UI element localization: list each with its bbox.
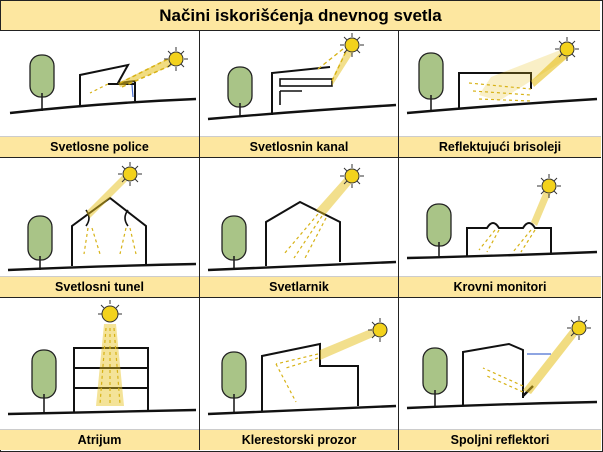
cell-label: Atrijum bbox=[0, 429, 199, 450]
cell-label: Spoljni reflektori bbox=[399, 429, 601, 450]
klerestorski-prozor-sketch bbox=[207, 318, 397, 416]
atrijum-sketch bbox=[7, 300, 197, 416]
svetlarnik-sketch bbox=[207, 164, 397, 272]
spoljni-reflektori-sketch bbox=[406, 316, 598, 410]
cell-label: Svetlosnin kanal bbox=[200, 136, 398, 157]
cell-krovni-monitori: Krovni monitori bbox=[399, 158, 601, 298]
krovni-monitori-sketch bbox=[406, 174, 598, 260]
cell-label: Svetlosni tunel bbox=[0, 276, 199, 297]
cell-spoljni-reflektori: Spoljni reflektori bbox=[399, 298, 601, 450]
cell-svetlarnik: Svetlarnik bbox=[200, 158, 399, 298]
cell-label: Reflektujući brisoleji bbox=[399, 136, 601, 157]
cell-klerestorski-prozor: Klerestorski prozor bbox=[200, 298, 399, 450]
cell-reflektujuci-brisoleji: Reflektujući brisoleji bbox=[399, 31, 601, 158]
cell-label: Klerestorski prozor bbox=[200, 429, 398, 450]
cell-label: Svetlarnik bbox=[200, 276, 398, 297]
cell-svetlosne-police: Svetlosne police bbox=[0, 31, 200, 158]
cell-svetlosnin-kanal: Svetlosnin kanal bbox=[200, 31, 399, 158]
svetlosne-police-sketch bbox=[9, 47, 197, 115]
diagram-title: Načini iskorišćenja dnevnog svetla bbox=[1, 1, 600, 31]
cell-label: Krovni monitori bbox=[399, 276, 601, 297]
cell-atrijum: Atrijum bbox=[0, 298, 200, 450]
cell-label: Svetlosne police bbox=[0, 136, 199, 157]
svetlosnin-kanal-sketch bbox=[207, 33, 397, 121]
svetlosni-tunel-sketch bbox=[7, 162, 197, 272]
reflektujuci-brisoleji-sketch bbox=[406, 37, 598, 115]
cell-svetlosni-tunel: Svetlosni tunel bbox=[0, 158, 200, 298]
